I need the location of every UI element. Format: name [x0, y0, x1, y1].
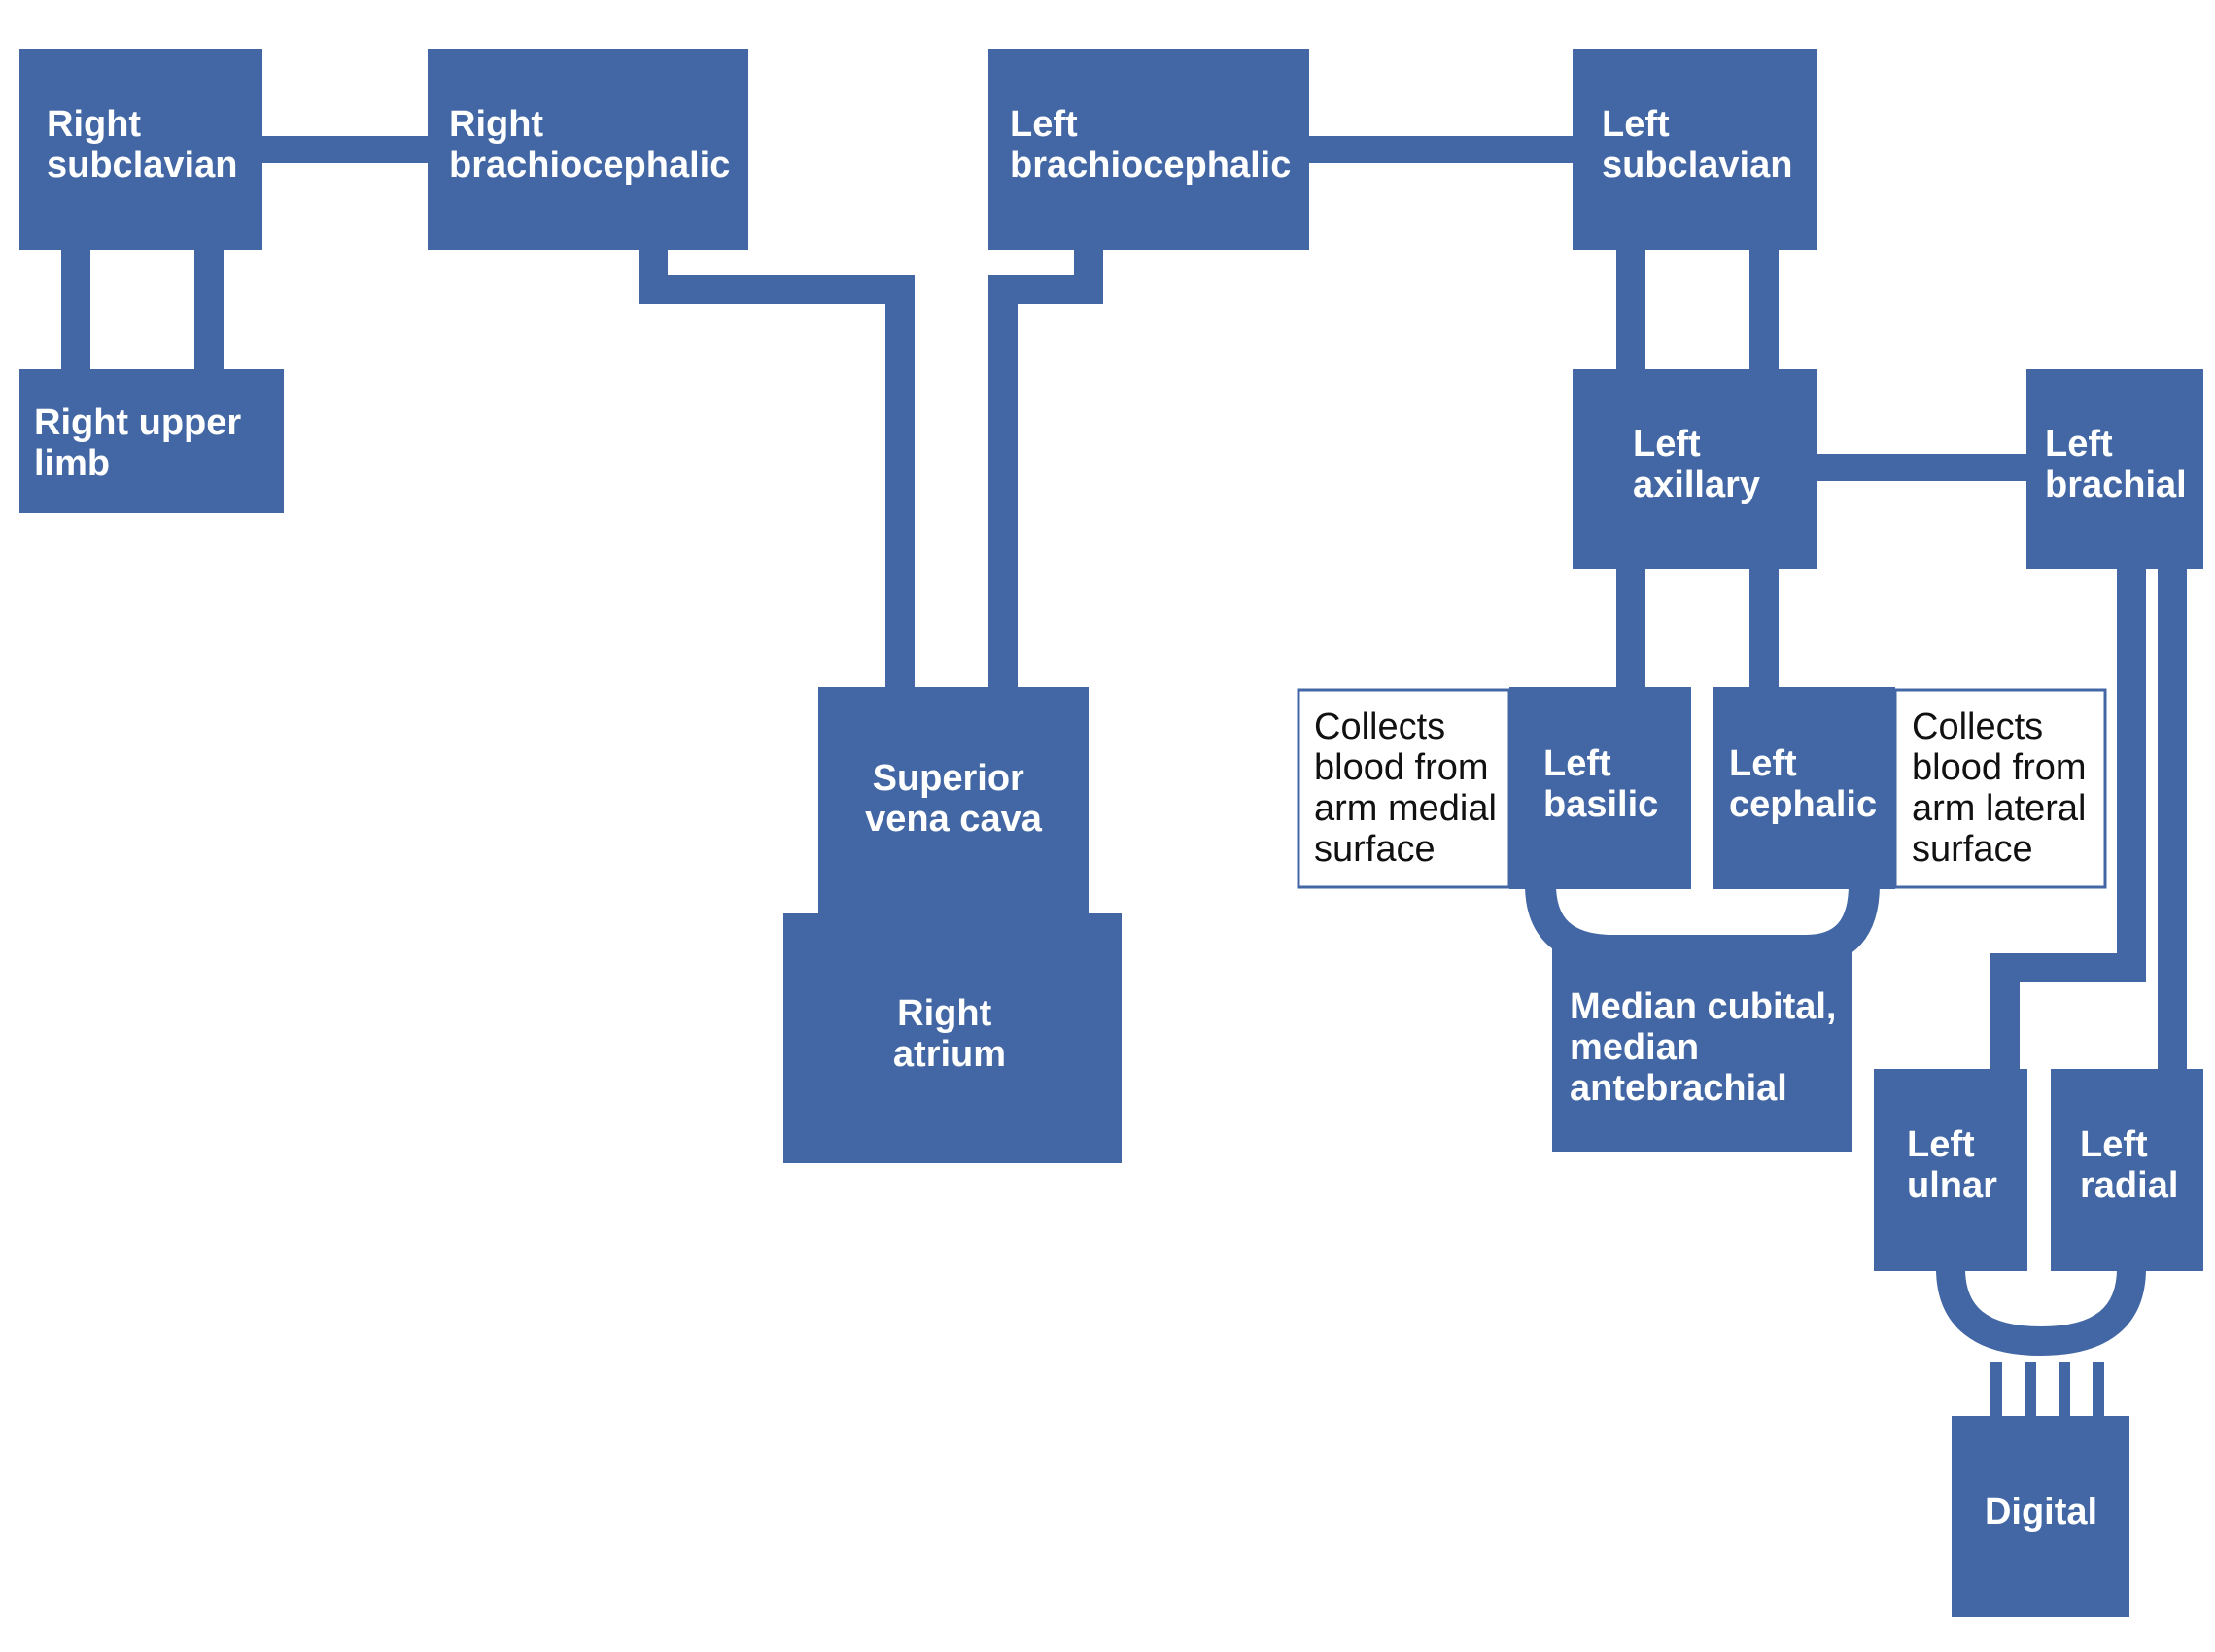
left-radial-label: Left radial — [2080, 1124, 2178, 1206]
left-axillary-box — [1573, 369, 1817, 569]
connector-ulnar-radial-arc — [1936, 1267, 2146, 1357]
right-subclavian-label: Right subclavian — [47, 104, 237, 186]
left-basilic-label: Left basilic — [1543, 743, 1658, 825]
left-axillary-label: Left axillary — [1633, 424, 1760, 505]
right-brachiocephalic-label: Right brachiocephalic — [449, 104, 730, 186]
basilic-note-text: Collects blood from arm medial surface — [1314, 706, 1507, 870]
vein-boxes — [19, 49, 2203, 1617]
cephalic-note-box — [1893, 688, 2107, 889]
connector-basilic-cephalic-arc — [1525, 883, 1880, 966]
right-atrium-label: Right atrium — [893, 993, 1006, 1075]
left-brachial-box — [2026, 369, 2203, 569]
median-cubital-label: Median cubital, median antebrachial — [1570, 986, 1847, 1109]
connector-lbrachio-lsub — [1307, 136, 1575, 163]
left-brachiocephalic-box — [988, 49, 1309, 250]
connector-lbrachio-svc — [988, 248, 1103, 688]
connector-lsub-axill-1 — [1616, 248, 1645, 371]
right-upper-limb-box — [19, 369, 284, 513]
connector-rsub-limb-1 — [61, 248, 90, 371]
right-atrium-box — [783, 913, 1122, 1163]
left-radial-box — [2051, 1069, 2203, 1271]
left-ulnar-box — [1874, 1069, 2027, 1271]
left-ulnar-label: Left ulnar — [1907, 1124, 1997, 1206]
connector-axill-cephalic — [1749, 567, 1779, 690]
digital-box — [1952, 1416, 2129, 1617]
left-basilic-box — [1509, 687, 1691, 889]
connector-digital-1 — [1990, 1362, 2002, 1417]
connector-brachial-ulnar — [1990, 567, 2146, 1069]
digital-label: Digital — [1985, 1492, 2097, 1532]
cephalic-note-text: Collects blood from arm lateral surface — [1912, 706, 2096, 870]
superior-vena-cava-box — [818, 687, 1089, 920]
left-brachial-label: Left brachial — [2045, 424, 2187, 505]
left-cephalic-label: Left cephalic — [1729, 743, 1877, 825]
connector-axill-basilic — [1616, 567, 1645, 690]
left-cephalic-box — [1713, 687, 1895, 889]
left-subclavian-box — [1573, 49, 1817, 250]
superior-vena-cava-label: Superior vena cava — [865, 758, 1043, 840]
right-subclavian-box — [19, 49, 262, 250]
connector-lsub-axill-2 — [1749, 248, 1779, 371]
connector-brachial-radial — [2158, 567, 2187, 1069]
median-cubital-box — [1552, 947, 1852, 1152]
right-upper-limb-label: Right upper limb — [34, 402, 252, 484]
connector-digital-3 — [2059, 1362, 2070, 1417]
connector-rbrachio-svc — [639, 248, 915, 688]
connector-digital-4 — [2093, 1362, 2104, 1417]
left-brachiocephalic-label: Left brachiocephalic — [1010, 104, 1291, 186]
basilic-note-box — [1297, 688, 1511, 889]
left-subclavian-label: Left subclavian — [1602, 104, 1792, 186]
connector-axill-brachial — [1815, 454, 2026, 481]
vein-connectors — [61, 136, 2187, 1417]
connector-digital-2 — [2025, 1362, 2036, 1417]
connector-rsub-limb-2 — [194, 248, 224, 371]
right-brachiocephalic-box — [428, 49, 748, 250]
connector-rsub-rbrachio — [262, 136, 428, 163]
